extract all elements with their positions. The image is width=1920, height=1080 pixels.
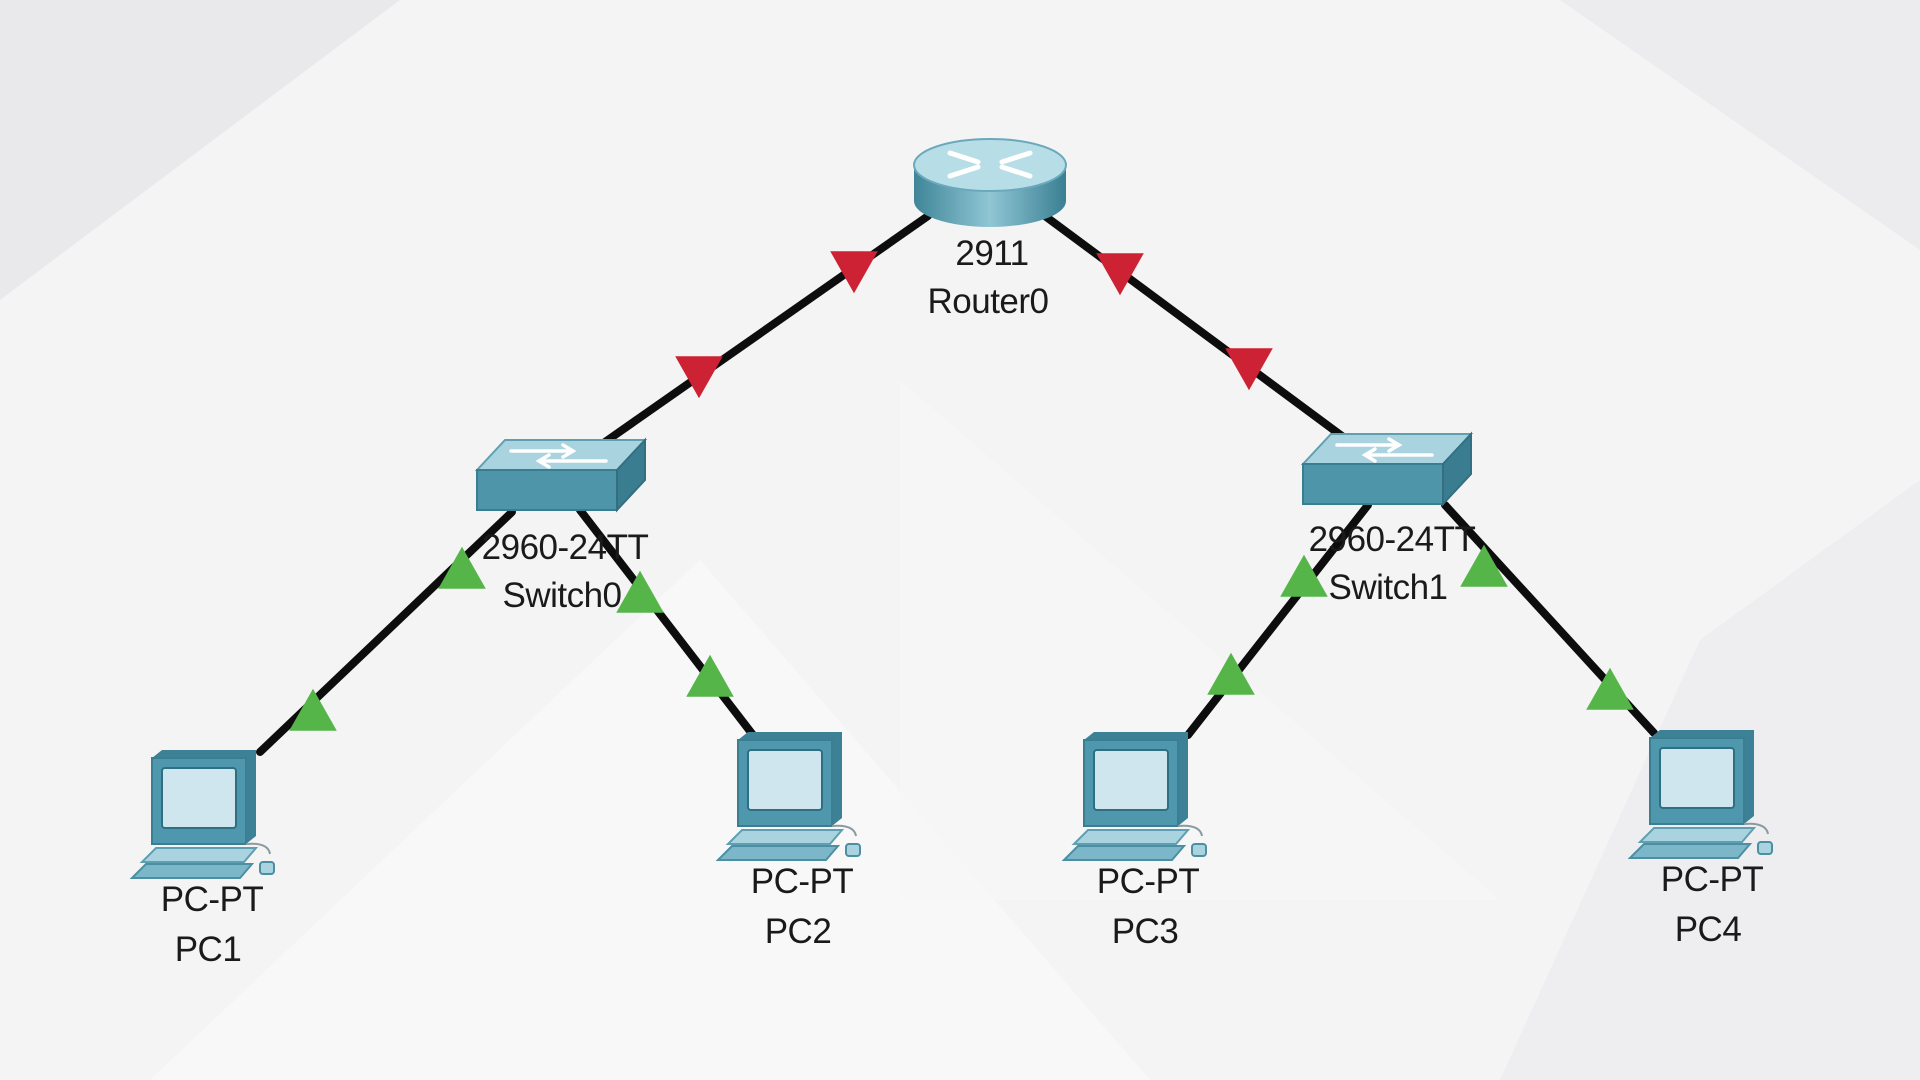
pc-icon[interactable] <box>1061 732 1207 861</box>
router-icon[interactable] <box>913 138 1067 227</box>
devices-layer <box>129 138 1773 879</box>
link-up-indicator <box>438 546 486 589</box>
pc-screen <box>1659 747 1735 809</box>
cable-line <box>1041 212 1354 446</box>
switch-icon[interactable] <box>474 437 648 513</box>
switch0-name-label: Switch0 <box>502 576 622 615</box>
pc1-model-label: PC-PT <box>160 880 264 919</box>
link-switch0-pc2[interactable] <box>576 506 757 739</box>
links-layer <box>256 212 1658 756</box>
switch-icon[interactable] <box>1300 431 1474 507</box>
pc-icon[interactable] <box>129 750 275 879</box>
pc4-name-label: PC4 <box>1674 910 1742 949</box>
link-switch1-pc3[interactable] <box>1184 501 1372 739</box>
link-switch0-pc1[interactable] <box>256 508 516 756</box>
link-up-indicator <box>1586 667 1634 710</box>
pc-screen <box>747 749 823 811</box>
router0-model-label: 2911 <box>955 234 1029 273</box>
switch1-name-label: Switch1 <box>1328 568 1448 607</box>
switch1-model-label: 2960-24TT <box>1308 520 1476 559</box>
link-up-indicator <box>1280 554 1328 597</box>
link-router0-switch0[interactable] <box>601 212 932 446</box>
link-down-indicator <box>830 251 878 294</box>
cable-line <box>576 506 757 739</box>
pc1-name-label: PC1 <box>174 930 242 969</box>
pc-icon[interactable] <box>1627 730 1773 859</box>
link-up-indicator <box>289 688 337 731</box>
pc3-name-label: PC3 <box>1111 912 1179 951</box>
pc-icon[interactable] <box>715 732 861 861</box>
link-up-indicator <box>1207 652 1255 695</box>
switch0-model-label: 2960-24TT <box>481 528 649 567</box>
pc3-model-label: PC-PT <box>1096 862 1200 901</box>
link-up-indicator <box>1460 544 1508 587</box>
link-down-indicator <box>1096 253 1144 296</box>
link-up-indicator <box>616 570 664 613</box>
pc2-name-label: PC2 <box>764 912 832 951</box>
router0-name-label: Router0 <box>927 282 1049 321</box>
cable-line <box>1184 501 1372 739</box>
pc2-model-label: PC-PT <box>750 862 854 901</box>
link-down-indicator <box>1225 348 1273 391</box>
pc4-model-label: PC-PT <box>1660 860 1764 899</box>
pc-screen <box>1093 749 1169 811</box>
link-router0-switch1[interactable] <box>1041 212 1354 446</box>
link-switch1-pc4[interactable] <box>1441 501 1658 737</box>
link-down-indicator <box>675 356 723 399</box>
pc-screen <box>161 767 237 829</box>
link-up-indicator <box>686 654 734 697</box>
